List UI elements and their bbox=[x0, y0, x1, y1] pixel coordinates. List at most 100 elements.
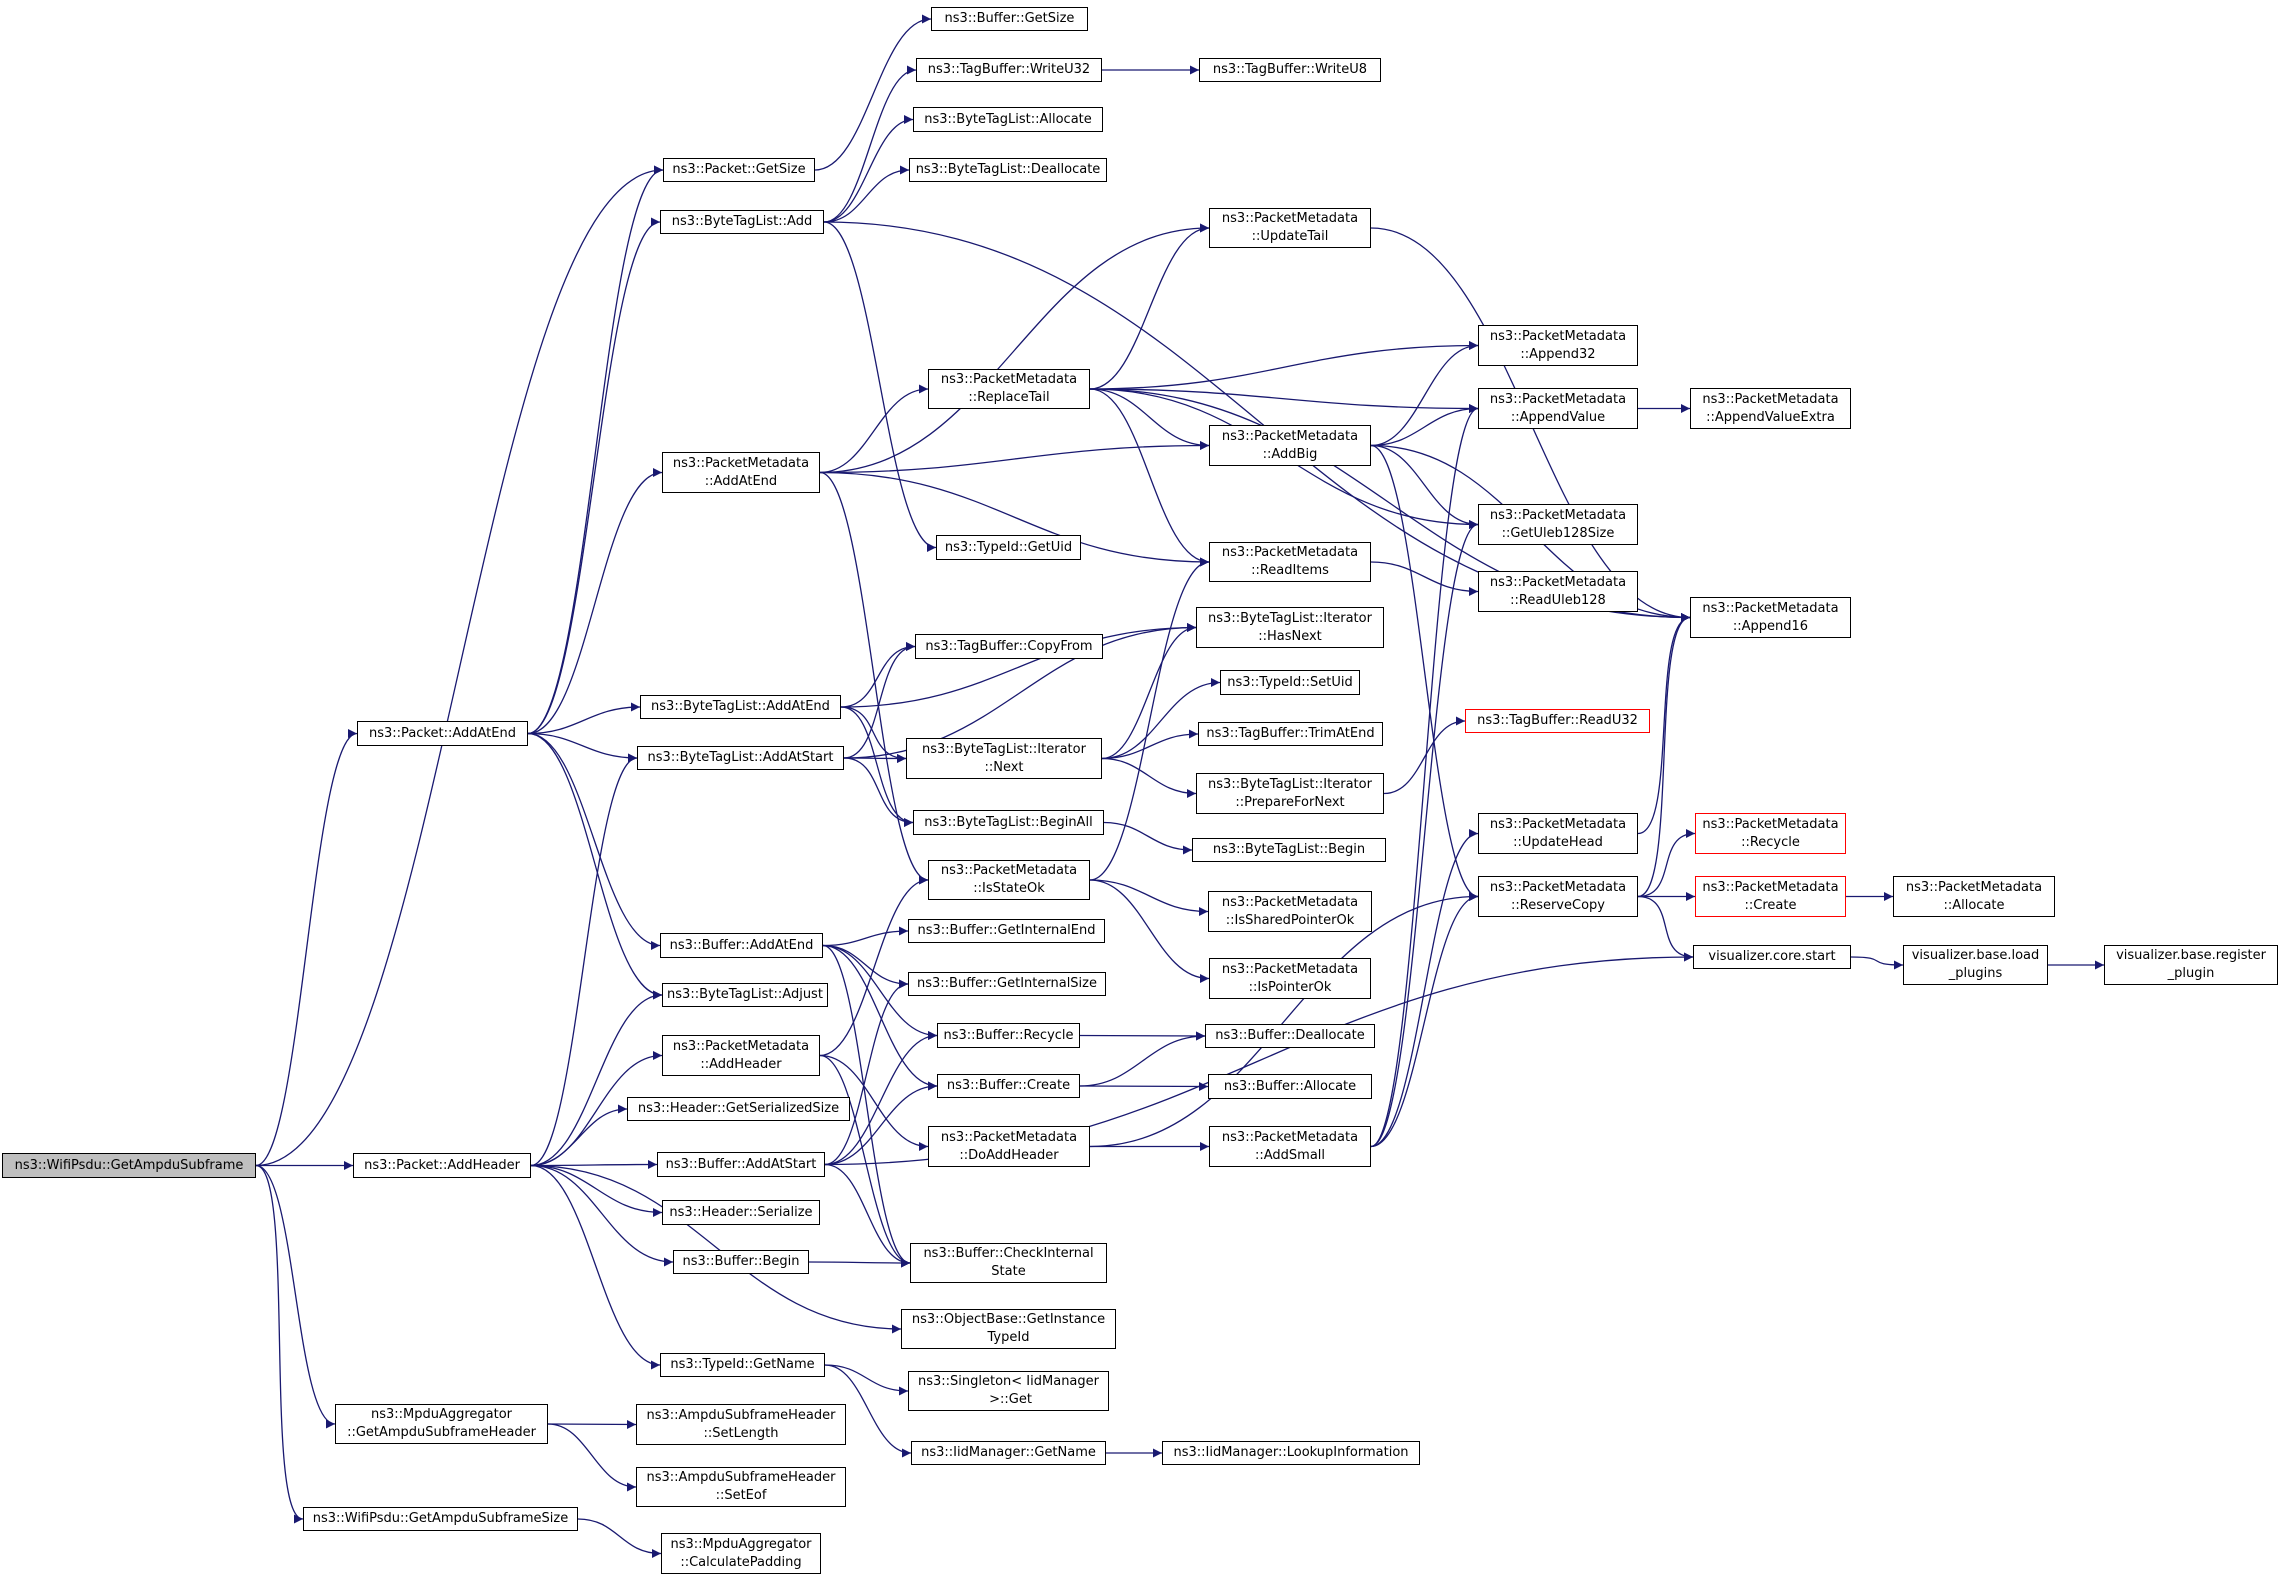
node-pm-append32[interactable]: ns3::PacketMetadata ::Append32 bbox=[1478, 325, 1638, 366]
node-buffer-deallocate[interactable]: ns3::Buffer::Deallocate bbox=[1205, 1024, 1375, 1048]
node-pm-issharedpointerok[interactable]: ns3::PacketMetadata ::IsSharedPointerOk bbox=[1208, 891, 1372, 932]
node-pm-replacetail[interactable]: ns3::PacketMetadata ::ReplaceTail bbox=[928, 369, 1090, 409]
node-wifipsdu-get-size[interactable]: ns3::WifiPsdu::GetAmpduSubframeSize bbox=[303, 1507, 578, 1531]
node-visualizer-base-register-plugin[interactable]: visualizer.base.register _plugin bbox=[2104, 945, 2278, 985]
call-edge-bytetaglist_add-to-typeid_getuid bbox=[823, 221, 937, 552]
call-edge-buffer_recycle-to-buffer_deallocate bbox=[1079, 1031, 1206, 1041]
node-pm-reservecopy[interactable]: ns3::PacketMetadata ::ReserveCopy bbox=[1478, 876, 1638, 917]
call-edge-root-to-mpdu_get_hdr bbox=[255, 1164, 336, 1429]
node-bytetaglist-add[interactable]: ns3::ByteTagList::Add bbox=[660, 210, 824, 234]
node-tagbuffer-readu32[interactable]: ns3::TagBuffer::ReadU32 bbox=[1465, 709, 1650, 733]
call-edge-packet_addheader-to-btl_addatstart bbox=[530, 753, 638, 1167]
node-pm-appendvalue[interactable]: ns3::PacketMetadata ::AppendValue bbox=[1478, 388, 1638, 429]
node-pm-addsmall[interactable]: ns3::PacketMetadata ::AddSmall bbox=[1209, 1126, 1371, 1167]
node-buffer-getinternalend[interactable]: ns3::Buffer::GetInternalEnd bbox=[908, 919, 1105, 943]
call-edge-btl_beginall-to-btl_begin bbox=[1103, 821, 1193, 855]
call-edge-mpdu_get_hdr-to-ampdu_setlength bbox=[547, 1419, 637, 1430]
node-typeid-getuid[interactable]: ns3::TypeId::GetUid bbox=[936, 535, 1081, 560]
node-buffer-addatstart[interactable]: ns3::Buffer::AddAtStart bbox=[657, 1152, 825, 1177]
call-edge-btl_iter_next-to-typeid_setuid bbox=[1101, 677, 1221, 760]
node-objectbase-getinstancetypeid[interactable]: ns3::ObjectBase::GetInstance TypeId bbox=[901, 1309, 1116, 1349]
call-edge-buffer_create-to-buffer_deallocate bbox=[1079, 1031, 1206, 1087]
node-btl-allocate[interactable]: ns3::ByteTagList::Allocate bbox=[913, 107, 1103, 132]
node-ampdu-seteof[interactable]: ns3::AmpduSubframeHeader ::SetEof bbox=[636, 1467, 846, 1507]
node-btl-beginall[interactable]: ns3::ByteTagList::BeginAll bbox=[913, 810, 1104, 835]
call-edge-wifipsdu_get_size-to-mpdu_calcpadding bbox=[577, 1518, 662, 1559]
node-buffer-getinternalsize[interactable]: ns3::Buffer::GetInternalSize bbox=[908, 972, 1106, 996]
call-edge-typeid_getname-to-iidmanager_getname bbox=[824, 1364, 912, 1458]
call-edge-pm_isstateok-to-pm_issharedpointerok bbox=[1089, 879, 1209, 917]
node-pm-addheader[interactable]: ns3::PacketMetadata ::AddHeader bbox=[662, 1035, 820, 1076]
node-header-getserializedsize[interactable]: ns3::Header::GetSerializedSize bbox=[627, 1097, 850, 1121]
node-pm-create[interactable]: ns3::PacketMetadata ::Create bbox=[1695, 876, 1846, 917]
node-pm-addbig[interactable]: ns3::PacketMetadata ::AddBig bbox=[1209, 425, 1371, 466]
node-pm-ispointerok[interactable]: ns3::PacketMetadata ::IsPointerOk bbox=[1209, 958, 1371, 999]
node-pm-appendvalueextra[interactable]: ns3::PacketMetadata ::AppendValueExtra bbox=[1690, 388, 1851, 429]
node-pm-readuleb128[interactable]: ns3::PacketMetadata ::ReadUleb128 bbox=[1478, 571, 1638, 612]
node-btl-addatstart[interactable]: ns3::ByteTagList::AddAtStart bbox=[637, 746, 844, 770]
node-btl-begin[interactable]: ns3::ByteTagList::Begin bbox=[1192, 838, 1386, 862]
node-pm-updatehead[interactable]: ns3::PacketMetadata ::UpdateHead bbox=[1478, 813, 1638, 854]
call-edge-pm_addsmall-to-pm_appendvalue bbox=[1370, 404, 1479, 1148]
node-btl-iter-prepare[interactable]: ns3::ByteTagList::Iterator ::PrepareForN… bbox=[1196, 773, 1384, 814]
node-buffer-checkinternalstate[interactable]: ns3::Buffer::CheckInternal State bbox=[910, 1243, 1107, 1283]
node-tagbuffer-copyfrom[interactable]: ns3::TagBuffer::CopyFrom bbox=[915, 634, 1103, 659]
node-buffer-recycle[interactable]: ns3::Buffer::Recycle bbox=[937, 1023, 1080, 1048]
call-edge-pm_reservecopy-to-visualizer_core_start bbox=[1637, 895, 1694, 962]
node-visualizer-core-start[interactable]: visualizer.core.start bbox=[1693, 945, 1851, 969]
node-iidmanager-lookup[interactable]: ns3::IidManager::LookupInformation bbox=[1162, 1441, 1420, 1465]
node-packet-addheader[interactable]: ns3::Packet::AddHeader bbox=[353, 1153, 531, 1178]
call-edge-btl_addatstart-to-btl_beginall bbox=[843, 757, 914, 828]
node-typeid-setuid[interactable]: ns3::TypeId::SetUid bbox=[1220, 670, 1360, 695]
node-mpdu-calcpadding[interactable]: ns3::MpduAggregator ::CalculatePadding bbox=[661, 1533, 821, 1574]
node-packet-addatend[interactable]: ns3::Packet::AddAtEnd bbox=[357, 721, 528, 746]
node-tagbuffer-writeu32[interactable]: ns3::TagBuffer::WriteU32 bbox=[916, 58, 1102, 82]
node-pm-isstateok[interactable]: ns3::PacketMetadata ::IsStateOk bbox=[928, 860, 1090, 900]
node-visualizer-base-load-plugins[interactable]: visualizer.base.load _plugins bbox=[1903, 945, 2048, 985]
call-edge-bytetaglist_add-to-tagbuffer_writeu32 bbox=[823, 65, 917, 223]
call-edge-packet_addheader-to-header_getserializedsize bbox=[530, 1104, 628, 1167]
call-edge-packet_addatend-to-btl_adjust bbox=[527, 732, 663, 1000]
node-singleton-get[interactable]: ns3::Singleton< IidManager >::Get bbox=[908, 1371, 1109, 1411]
node-pm-doaddheader[interactable]: ns3::PacketMetadata ::DoAddHeader bbox=[928, 1126, 1090, 1167]
call-edge-visualizer_core_start-to-visualizer_base_load_plugins bbox=[1850, 956, 1904, 970]
call-edge-buffer_create-to-buffer_allocate bbox=[1079, 1081, 1209, 1092]
node-btl-addatend[interactable]: ns3::ByteTagList::AddAtEnd bbox=[640, 695, 841, 719]
node-pm-updatetail[interactable]: ns3::PacketMetadata ::UpdateTail bbox=[1209, 208, 1371, 248]
node-buffer-create[interactable]: ns3::Buffer::Create bbox=[937, 1074, 1080, 1098]
call-edge-pm_reservecopy-to-pm_recycle bbox=[1637, 828, 1696, 898]
node-typeid-getname[interactable]: ns3::TypeId::GetName bbox=[660, 1353, 825, 1377]
call-edge-pm_addatend-to-pm_updatetail bbox=[819, 223, 1210, 474]
node-pm-allocate[interactable]: ns3::PacketMetadata ::Allocate bbox=[1893, 876, 2055, 917]
node-pm-addatend[interactable]: ns3::PacketMetadata ::AddAtEnd bbox=[662, 452, 820, 493]
call-edge-packet_addheader-to-buffer_begin bbox=[530, 1164, 674, 1267]
node-buffer-addatend[interactable]: ns3::Buffer::AddAtEnd bbox=[660, 933, 823, 958]
node-pm-append16[interactable]: ns3::PacketMetadata ::Append16 bbox=[1690, 597, 1851, 638]
node-buffer-getsize[interactable]: ns3::Buffer::GetSize bbox=[931, 7, 1088, 31]
node-iidmanager-getname[interactable]: ns3::IidManager::GetName bbox=[911, 1441, 1106, 1465]
node-btl-adjust[interactable]: ns3::ByteTagList::Adjust bbox=[662, 983, 828, 1007]
node-pm-readitems[interactable]: ns3::PacketMetadata ::ReadItems bbox=[1209, 542, 1371, 582]
call-edge-btl_iter_next-to-btl_iter_hasnext bbox=[1101, 622, 1197, 760]
node-header-serialize[interactable]: ns3::Header::Serialize bbox=[662, 1200, 820, 1225]
node-pm-recycle[interactable]: ns3::PacketMetadata ::Recycle bbox=[1695, 813, 1846, 854]
call-edge-packet_addatend-to-packet_getsize bbox=[527, 165, 664, 735]
node-btl-iter-hasnext[interactable]: ns3::ByteTagList::Iterator ::HasNext bbox=[1196, 607, 1384, 648]
call-edge-bytetaglist_add-to-btl_allocate bbox=[823, 114, 914, 223]
node-pm-getuleb128size[interactable]: ns3::PacketMetadata ::GetUleb128Size bbox=[1478, 504, 1638, 545]
call-edge-buffer_addatstart-to-buffer_recycle bbox=[824, 1030, 938, 1166]
node-tagbuffer-trimatend[interactable]: ns3::TagBuffer::TrimAtEnd bbox=[1198, 722, 1383, 746]
call-edge-pm_addbig-to-pm_getuleb128size bbox=[1370, 444, 1479, 530]
call-edge-buffer_addatstart-to-buffer_create bbox=[824, 1081, 938, 1166]
node-ampdu-setlength[interactable]: ns3::AmpduSubframeHeader ::SetLength bbox=[636, 1404, 846, 1445]
node-btl-iter-next[interactable]: ns3::ByteTagList::Iterator ::Next bbox=[906, 738, 1102, 779]
node-btl-deallocate[interactable]: ns3::ByteTagList::Deallocate bbox=[909, 158, 1107, 182]
node-mpdu-get-hdr[interactable]: ns3::MpduAggregator ::GetAmpduSubframeHe… bbox=[335, 1404, 548, 1444]
call-edge-pm_addbig-to-pm_appendvalue bbox=[1370, 403, 1479, 447]
node-packet-getsize[interactable]: ns3::Packet::GetSize bbox=[663, 158, 815, 182]
node-buffer-begin[interactable]: ns3::Buffer::Begin bbox=[673, 1250, 809, 1274]
node-buffer-allocate[interactable]: ns3::Buffer::Allocate bbox=[1208, 1074, 1372, 1099]
node-root[interactable]: ns3::WifiPsdu::GetAmpduSubframe bbox=[2, 1153, 256, 1178]
node-tagbuffer-writeu8[interactable]: ns3::TagBuffer::WriteU8 bbox=[1199, 58, 1381, 82]
